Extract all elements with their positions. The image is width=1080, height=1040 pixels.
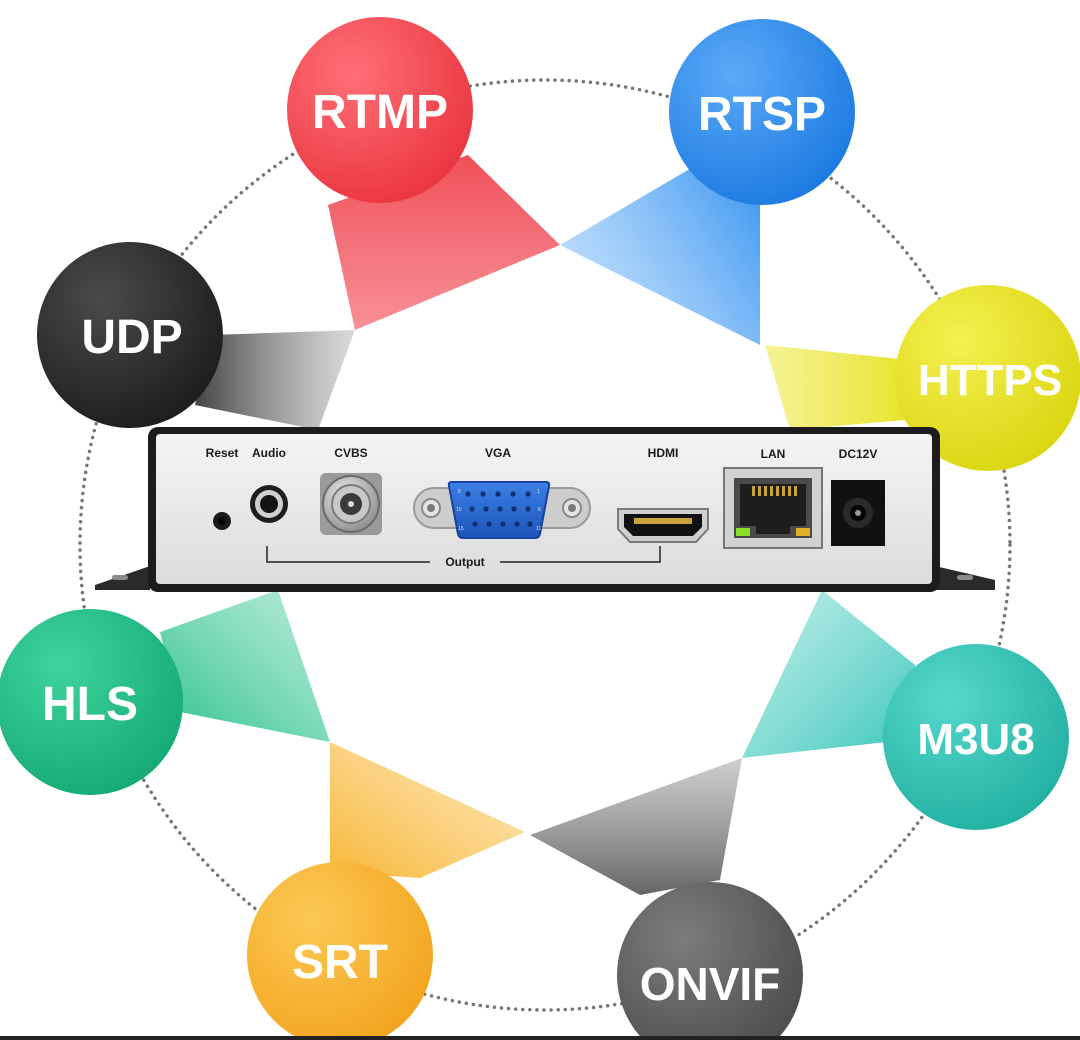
device-panel: Reset Audio CVBS VGA HDMI LAN DC12V	[95, 427, 995, 592]
connector-m3u8	[742, 590, 915, 758]
bubble-udp-label: UDP	[81, 311, 182, 364]
connector-srt	[330, 742, 525, 878]
bubble-m3u8-label: M3U8	[917, 715, 1034, 764]
bubble-udp: UDP	[37, 242, 223, 428]
audio-port	[250, 485, 288, 523]
connector-rtsp	[560, 160, 760, 345]
bubble-rtmp-label: RTMP	[312, 86, 448, 139]
bubble-hls-label: HLS	[42, 678, 138, 731]
dc-port	[831, 480, 885, 546]
connector-https	[765, 345, 910, 430]
audio-label: Audio	[252, 446, 286, 460]
bubble-rtmp: RTMP	[287, 17, 473, 203]
reset-label: Reset	[206, 446, 239, 460]
hdmi-label: HDMI	[648, 446, 679, 460]
bottom-edge	[0, 1036, 1080, 1040]
vga-pin-6: 6	[538, 507, 541, 513]
connector-hls	[160, 590, 330, 742]
vga-pin-15: 15	[458, 526, 464, 532]
bubble-m3u8: M3U8	[883, 644, 1069, 830]
bubble-rtsp: RTSP	[669, 19, 855, 205]
bubble-srt-label: SRT	[292, 936, 388, 989]
cvbs-label: CVBS	[334, 446, 367, 460]
vga-port: 5 1 10 6 15 11	[413, 481, 591, 539]
vga-pin-5: 5	[458, 489, 461, 495]
bubble-rtsp-label: RTSP	[698, 88, 826, 141]
bubble-onvif: ONVIF	[617, 882, 803, 1040]
vga-pin-11: 11	[536, 526, 541, 532]
vga-pin-10: 10	[456, 507, 462, 513]
bubble-https: HTTPS	[895, 285, 1080, 471]
vga-pin-1: 1	[537, 489, 540, 495]
bubble-onvif-label: ONVIF	[640, 958, 781, 1010]
connector-udp	[195, 330, 355, 430]
lan-label: LAN	[761, 447, 786, 461]
output-bracket: Output	[266, 546, 661, 569]
hdmi-port	[617, 508, 709, 543]
output-label: Output	[445, 555, 484, 569]
bubble-https-label: HTTPS	[918, 356, 1062, 405]
bubble-hls: HLS	[0, 609, 183, 795]
lan-led-left	[736, 528, 750, 536]
cvbs-port	[320, 473, 382, 535]
connector-onvif	[530, 758, 742, 895]
dc-label: DC12V	[839, 447, 878, 461]
lan-led-right	[796, 528, 810, 536]
lan-port	[723, 467, 823, 549]
vga-label: VGA	[485, 446, 511, 460]
bubble-srt: SRT	[247, 862, 433, 1040]
dotted-ring	[78, 78, 1012, 1012]
